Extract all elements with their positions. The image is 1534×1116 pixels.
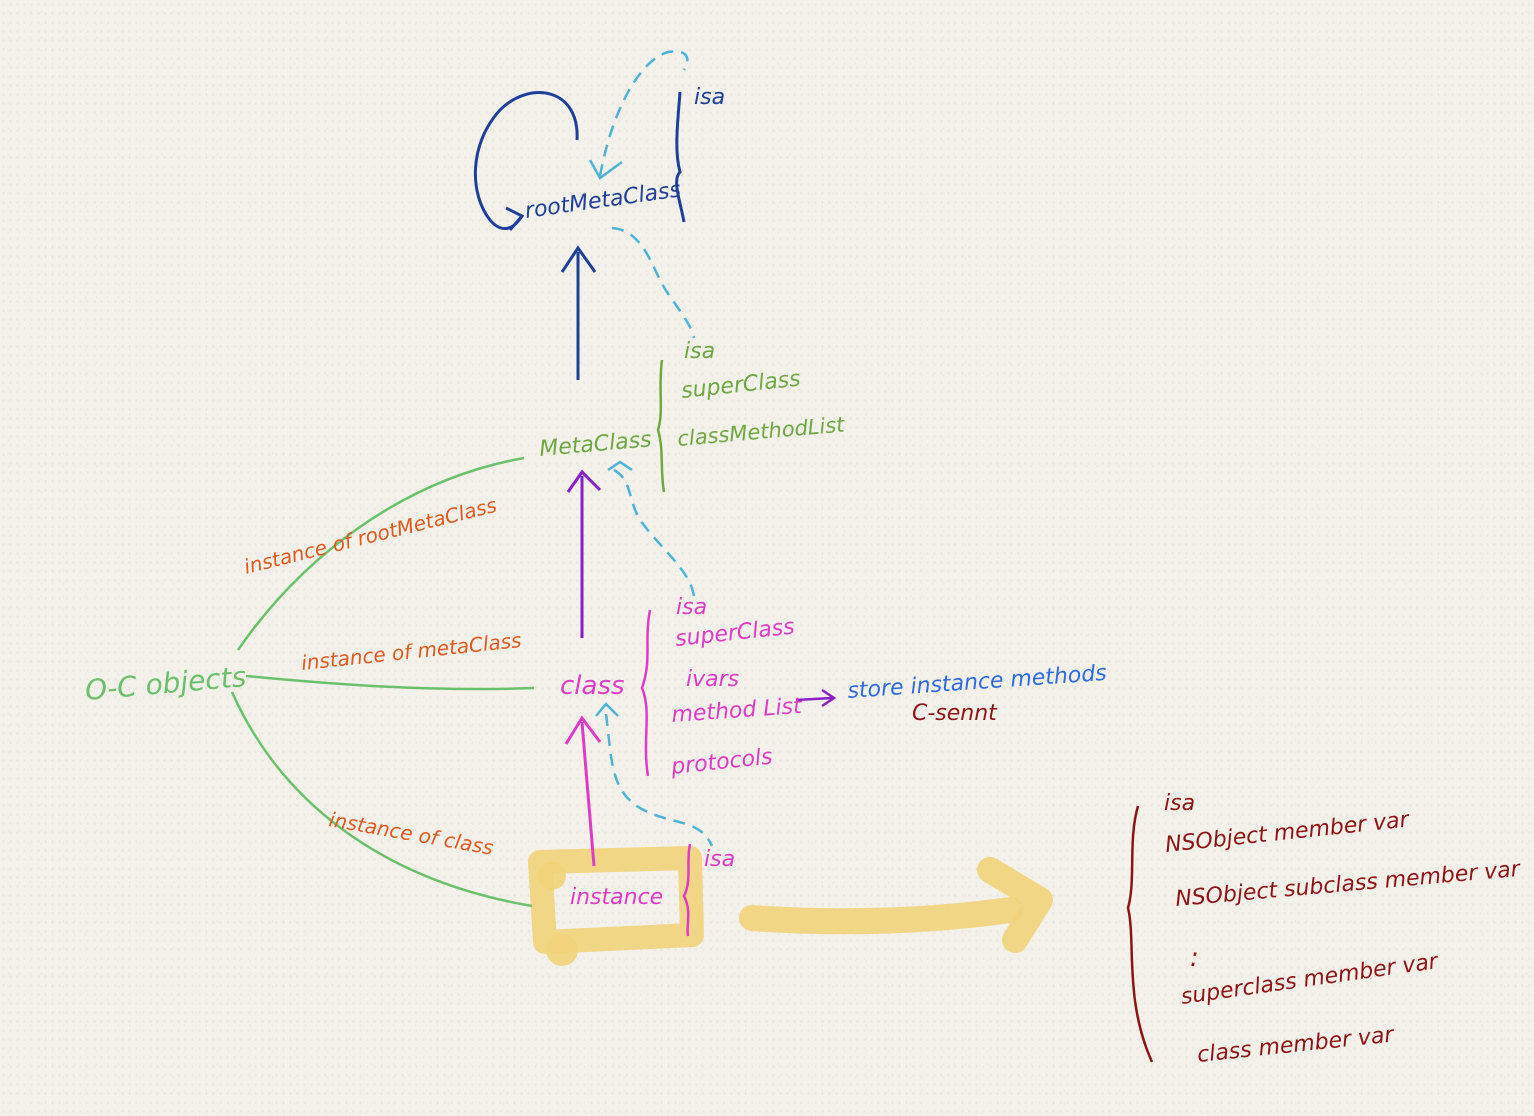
meta-field-isa: isa <box>684 339 715 364</box>
label-instance-of-root-metaclass: instance of rootMetaClass <box>241 493 499 579</box>
instance-node: instance <box>570 885 663 910</box>
method-note-line2: C-sennt <box>912 701 998 726</box>
memory-layout-bracket <box>1126 805 1154 1063</box>
meta-class-node: MetaClass <box>538 427 652 462</box>
instance-isa-bracket <box>682 843 692 937</box>
class-to-metaclass-arrow <box>566 469 602 638</box>
class-field-superclass: superClass <box>674 615 796 652</box>
objects-to-instance-line <box>230 691 533 908</box>
class-field-protocols: protocols <box>669 744 774 780</box>
root-isa-bracket <box>675 91 686 223</box>
memory-class-vars: class member var <box>1196 1022 1397 1068</box>
class-node: class <box>560 671 625 701</box>
memory-nsobject-vars: NSObject member var <box>1164 807 1412 858</box>
method-list-arrow <box>795 688 837 708</box>
root-isa-label: isa <box>694 85 725 110</box>
memory-nsobject-subclass-vars: NSObject subclass member var <box>1174 857 1522 912</box>
metaclass-isa-dashed <box>611 226 696 339</box>
class-field-method-list: method List <box>671 694 804 728</box>
objects-to-class-line <box>245 674 535 691</box>
root-isa-dashed-loop <box>588 50 689 180</box>
class-fields-bracket <box>640 609 652 777</box>
instance-isa-dashed <box>595 702 714 847</box>
instance-to-class-arrow <box>564 715 602 867</box>
metaclass-superclass-arrow <box>560 245 597 380</box>
label-instance-of-metaclass: instance of metaClass <box>300 628 523 675</box>
objects-to-metaclass-line <box>236 456 525 651</box>
class-field-ivars: ivars <box>686 667 739 692</box>
meta-field-superclass: superClass <box>680 367 802 404</box>
class-field-isa: isa <box>676 595 707 620</box>
instance-isa-label: isa <box>704 847 735 872</box>
meta-field-class-method-list: classMethodList <box>676 412 846 451</box>
class-isa-dashed <box>607 460 696 597</box>
method-note-line1: store instance methods <box>847 661 1108 704</box>
root-metaclass-node: rootMetaClass <box>523 177 682 224</box>
meta-fields-bracket <box>656 359 666 493</box>
memory-layout-arrow <box>739 857 1053 953</box>
memory-isa: isa <box>1164 791 1195 816</box>
instance-highlight-box <box>528 846 704 966</box>
root-self-loop <box>474 91 579 231</box>
objects-node: O-C objects <box>84 660 248 707</box>
memory-dots: : <box>1190 943 1199 973</box>
memory-superclass-vars: superclass member var <box>1179 949 1441 1010</box>
label-instance-of-class: instance of class <box>327 807 495 860</box>
